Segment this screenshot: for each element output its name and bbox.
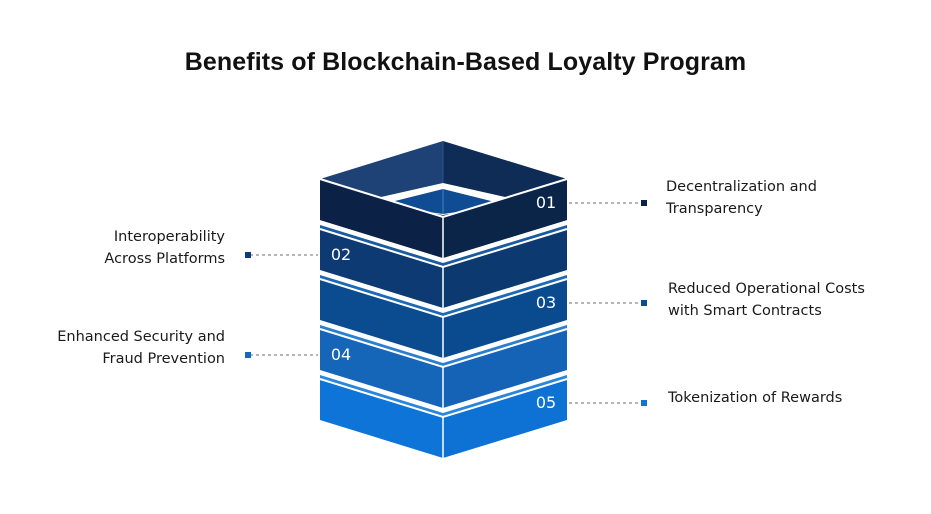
- label-05-line1: Tokenization of Rewards: [668, 390, 843, 406]
- connector-04-marker: [245, 352, 251, 358]
- label-03-line1: Reduced Operational Costs: [668, 281, 865, 297]
- connector-02-marker: [245, 252, 251, 258]
- layer-03-left-face: [320, 279, 443, 358]
- layer-05-number: 05: [536, 393, 556, 412]
- label-04-line1: Enhanced Security and: [57, 329, 225, 345]
- label-01-line2: Transparency: [666, 201, 763, 217]
- layer-02-left-face: [320, 229, 443, 308]
- label-layer-02: Interoperability Across Platforms: [104, 226, 225, 270]
- label-layer-01: Decentralization and Transparency: [666, 176, 817, 220]
- layer-01-right-face-front: [443, 179, 567, 258]
- layer-02-right-face: [443, 229, 567, 308]
- label-01-line1: Decentralization and: [666, 179, 817, 195]
- layer-01-number-front: 01: [536, 193, 556, 212]
- connector-05-marker: [641, 400, 647, 406]
- layer-05-right-face: [443, 379, 567, 458]
- layer-03-number: 03: [536, 293, 556, 312]
- layer-02-number: 02: [331, 245, 351, 264]
- label-layer-04: Enhanced Security and Fraud Prevention: [57, 326, 225, 370]
- label-layer-05: Tokenization of Rewards: [668, 387, 842, 409]
- label-02-line1: Interoperability: [113, 229, 225, 245]
- label-02-line2: Across Platforms: [104, 251, 225, 267]
- label-layer-03: Reduced Operational Costs with Smart Con…: [668, 278, 865, 322]
- layer-04-number: 04: [331, 345, 351, 364]
- layer-04-right-face: [443, 329, 567, 408]
- label-04-line2: Fraud Prevention: [102, 351, 225, 367]
- connector-03-marker: [641, 300, 647, 306]
- label-03-line2: with Smart Contracts: [668, 303, 822, 319]
- layer-04-left-face: [320, 329, 443, 408]
- layer-01-left-face-front: [320, 179, 443, 258]
- layer-05-left-face: [320, 379, 443, 458]
- diagram-title: Benefits of Blockchain-Based Loyalty Pro…: [184, 48, 747, 76]
- connector-01-marker: [641, 200, 647, 206]
- layer-03-right-face: [443, 279, 567, 358]
